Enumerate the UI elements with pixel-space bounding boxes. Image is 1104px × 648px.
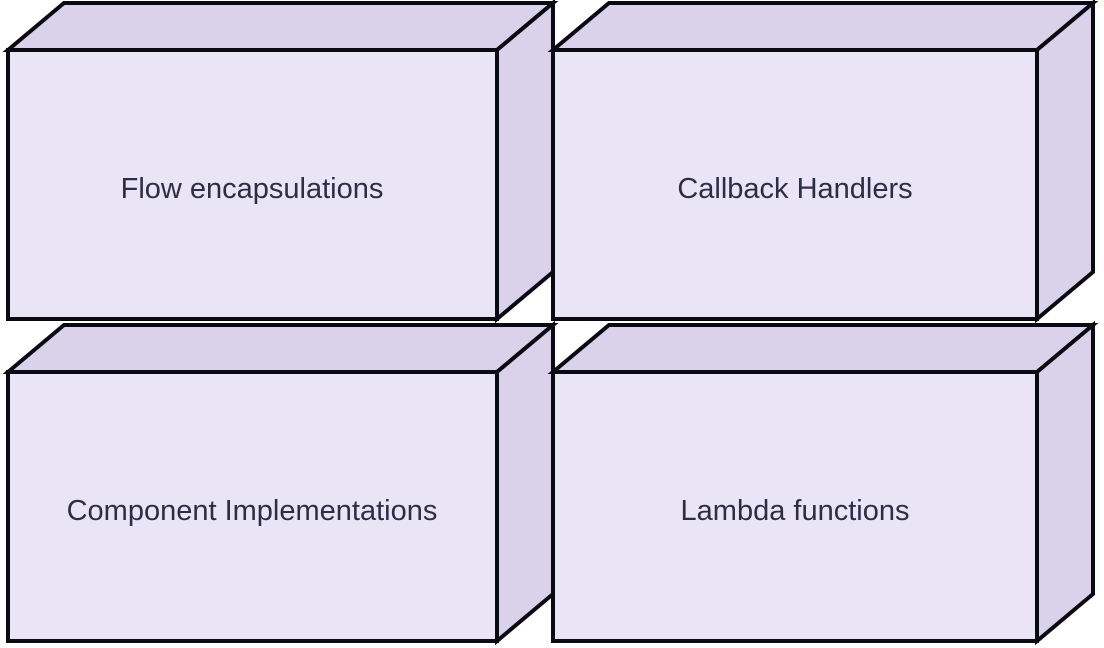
box-top-face <box>547 323 1099 374</box>
box-front-face <box>551 48 1039 321</box>
box-top-face <box>2 323 559 374</box>
box-front-face <box>6 48 499 321</box>
box-right-face <box>495 0 555 324</box>
box-label: Component Implementations <box>67 495 438 527</box>
box-lambda-functions: Lambda functions <box>547 320 1099 646</box>
box-label: Callback Handlers <box>677 173 912 205</box>
box-front-face <box>551 370 1039 643</box>
box-right-face <box>1035 320 1095 646</box>
box-flow-encapsulations: Flow encapsulations <box>2 0 559 324</box>
box-label: Flow encapsulations <box>121 173 384 205</box>
box-right-face <box>1035 0 1095 324</box>
box-component-implementations: Component Implementations <box>2 320 559 646</box>
box-right-face <box>495 320 555 646</box>
box-top-face <box>547 1 1099 52</box>
box-label: Lambda functions <box>681 495 910 527</box>
box-top-face <box>2 1 559 52</box>
box-front-face <box>6 370 499 643</box>
box-callback-handlers: Callback Handlers <box>547 0 1099 324</box>
